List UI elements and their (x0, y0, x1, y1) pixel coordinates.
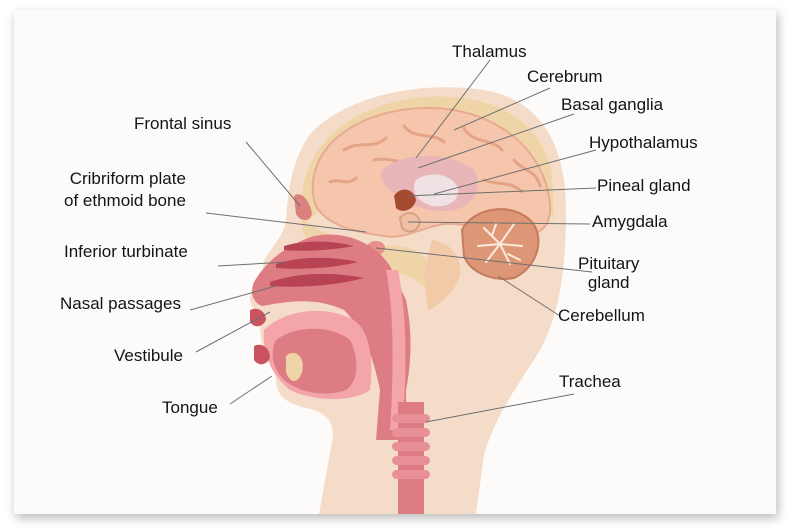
label-cribriform-line2: of ethmoid bone (64, 191, 186, 210)
label-vestibule: Vestibule (114, 346, 183, 365)
label-basal-ganglia: Basal ganglia (561, 95, 664, 114)
label-hypothalamus: Hypothalamus (589, 133, 698, 152)
lower-lip (254, 344, 270, 365)
label-nasal-passages: Nasal passages (60, 294, 181, 313)
diagram-frame: Thalamus Cerebrum Basal ganglia Hypothal… (14, 10, 776, 514)
label-pituitary-line1: Pituitary (578, 254, 640, 273)
lips (250, 308, 266, 327)
hypothalamus-dark (394, 189, 416, 211)
label-thalamus: Thalamus (452, 42, 527, 61)
head-anatomy-illustration (189, 59, 597, 514)
label-cribriform-plate: Cribriform plate of ethmoid bone (64, 168, 186, 212)
hyoid (286, 352, 303, 381)
label-cribriform-line1: Cribriform plate (69, 169, 186, 188)
brainstem (424, 240, 461, 310)
label-cerebrum: Cerebrum (527, 67, 603, 86)
pharynx-wall (386, 270, 406, 430)
trachea (392, 402, 430, 514)
turbinates (270, 241, 364, 287)
label-pituitary-gland: Pituitary gland (578, 254, 639, 292)
label-pituitary-line2: gland (587, 273, 630, 292)
label-amygdala: Amygdala (592, 212, 668, 231)
cerebellum-arbor (477, 223, 523, 265)
label-frontal-sinus: Frontal sinus (134, 114, 232, 133)
label-trachea: Trachea (559, 372, 621, 391)
leader-lines (189, 59, 597, 423)
frontal-sinus (294, 194, 312, 220)
label-pineal-gland: Pineal gland (597, 176, 691, 195)
label-tongue: Tongue (162, 398, 218, 417)
basal-ganglia (413, 174, 459, 207)
label-inferior-turbinate: Inferior turbinate (64, 242, 188, 261)
label-cerebellum: Cerebellum (558, 306, 645, 325)
